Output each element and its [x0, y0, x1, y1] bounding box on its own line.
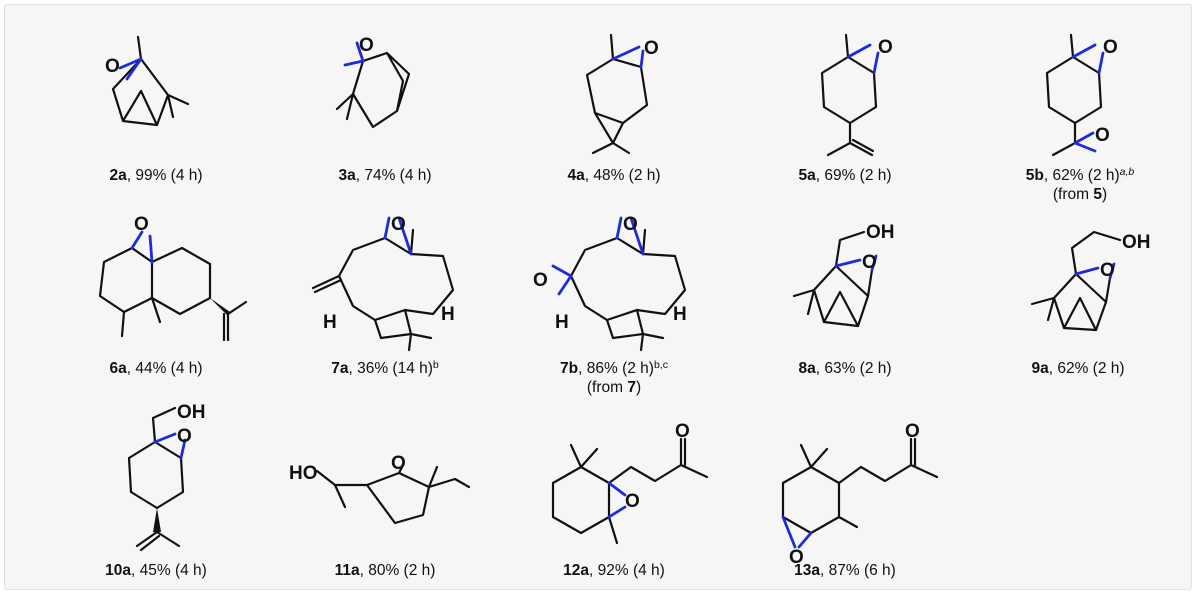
atom-hydrogen: H: [555, 312, 569, 333]
note-suffix: ): [635, 379, 642, 396]
caption-2a: 2a, 99% (4 h): [109, 166, 202, 185]
atom-hydrogen: H: [323, 312, 337, 333]
caption-5a: 5a, 69% (2 h): [798, 166, 891, 185]
atom-oxygen: O: [625, 491, 640, 512]
atom-oxygen: O: [675, 421, 690, 442]
structure-10a: O OH: [127, 402, 206, 552]
compound-id: 9a: [1031, 360, 1049, 377]
caption-12a: 12a, 92% (4 h): [563, 561, 665, 580]
atom-hydroxyl: HO: [289, 463, 318, 484]
yield-text: , 80% (2 h): [359, 562, 436, 579]
compound-id: 13a: [794, 562, 821, 579]
atom-hydrogen: H: [673, 304, 687, 325]
compound-id: 11a: [334, 562, 360, 579]
atom-oxygen: O: [134, 214, 149, 235]
atom-oxygen: O: [789, 547, 804, 568]
atom-oxygen: O: [1103, 37, 1118, 58]
note-ref: 5: [1093, 186, 1102, 203]
atom-oxygen: O: [1100, 260, 1115, 281]
atom-hydroxyl: OH: [177, 402, 206, 423]
yield-text: , 62% (2 h): [1048, 360, 1125, 377]
structure-7b: H H O O: [533, 214, 687, 352]
structure-13a: O O: [781, 421, 939, 568]
yield-text: , 63% (2 h): [815, 360, 892, 377]
footnote-mark: b,c: [653, 359, 668, 371]
structure-2a: O: [105, 35, 190, 127]
atom-oxygen: O: [623, 214, 638, 235]
caption-7a: 7a, 36% (14 h)b: [331, 359, 439, 378]
structure-5b: O O: [1045, 33, 1118, 157]
atom-oxygen: O: [862, 252, 877, 273]
yield-text: , 74% (4 h): [355, 167, 432, 184]
atom-hydroxyl: OH: [866, 222, 895, 243]
source-note: (from 7): [560, 378, 668, 397]
compound-id: 5a: [798, 167, 816, 184]
atom-oxygen: O: [391, 453, 406, 474]
yield-text: , 36% (14 h): [348, 360, 433, 377]
note-suffix: ): [1101, 186, 1108, 203]
atom-oxygen: O: [533, 270, 548, 291]
caption-5b: 5b, 62% (2 h)a,b (from 5): [1026, 166, 1135, 204]
structure-5a: O: [820, 33, 893, 157]
structure-3a: O: [335, 35, 411, 129]
caption-7b: 7b, 86% (2 h)b,c (from 7): [560, 359, 668, 397]
structure-9a: O OH: [1030, 230, 1151, 332]
compound-id: 4a: [567, 167, 585, 184]
note-prefix: (from: [586, 379, 628, 396]
caption-9a: 9a, 62% (2 h): [1031, 359, 1124, 378]
yield-text: , 92% (4 h): [589, 562, 665, 579]
yield-text: , 87% (6 h): [820, 562, 896, 579]
caption-11a: 11a, 80% (2 h): [335, 561, 436, 580]
footnote-mark: a,b: [1119, 166, 1135, 178]
yield-text: , 45% (4 h): [131, 562, 207, 579]
compound-id: 7a: [331, 360, 349, 377]
caption-10a: 10a, 45% (4 h): [105, 561, 207, 580]
atom-oxygen: O: [905, 421, 920, 442]
compound-id: 3a: [338, 167, 356, 184]
structure-8a: O OH: [792, 222, 895, 328]
atom-hydroxyl: OH: [1122, 232, 1151, 253]
structure-4a: O: [585, 33, 659, 155]
source-note: (from 5): [1026, 185, 1135, 204]
yield-text: , 62% (2 h): [1043, 167, 1120, 184]
compound-id: 2a: [109, 167, 127, 184]
yield-text: , 48% (2 h): [584, 167, 661, 184]
compound-id: 8a: [798, 360, 816, 377]
caption-13a: 13a, 87% (6 h): [794, 561, 896, 580]
figure-panel: O 2a, 99% (4 h) O 3a, 74% (4 h) O 4a, 48…: [4, 4, 1192, 590]
caption-8a: 8a, 63% (2 h): [798, 359, 891, 378]
structure-7a: H H O: [311, 214, 455, 352]
footnote-mark: b: [432, 359, 439, 371]
caption-6a: 6a, 44% (4 h): [109, 359, 202, 378]
yield-text: , 44% (4 h): [126, 360, 203, 377]
atom-oxygen: O: [177, 426, 192, 447]
structure-11a: HO O: [289, 453, 471, 525]
compound-id: 12a: [563, 562, 590, 579]
compound-id: 10a: [105, 562, 132, 579]
note-ref: 7: [627, 379, 636, 396]
atom-oxygen: O: [105, 56, 120, 77]
atom-oxygen: O: [878, 37, 893, 58]
atom-oxygen: O: [359, 35, 374, 56]
structure-6a: O: [98, 214, 248, 342]
yield-text: , 69% (2 h): [815, 167, 892, 184]
atom-oxygen: O: [1095, 125, 1110, 146]
structure-12a: O O: [551, 421, 709, 545]
atom-hydrogen: H: [441, 304, 455, 325]
atom-oxygen: O: [391, 214, 406, 235]
note-prefix: (from: [1052, 186, 1094, 203]
compound-id: 7b: [560, 360, 579, 377]
atom-oxygen: O: [644, 38, 659, 59]
yield-text: , 99% (4 h): [126, 167, 203, 184]
compound-id: 6a: [109, 360, 127, 377]
caption-4a: 4a, 48% (2 h): [567, 166, 660, 185]
yield-text: , 86% (2 h): [578, 360, 654, 377]
compound-id: 5b: [1025, 167, 1044, 184]
caption-3a: 3a, 74% (4 h): [338, 166, 431, 185]
